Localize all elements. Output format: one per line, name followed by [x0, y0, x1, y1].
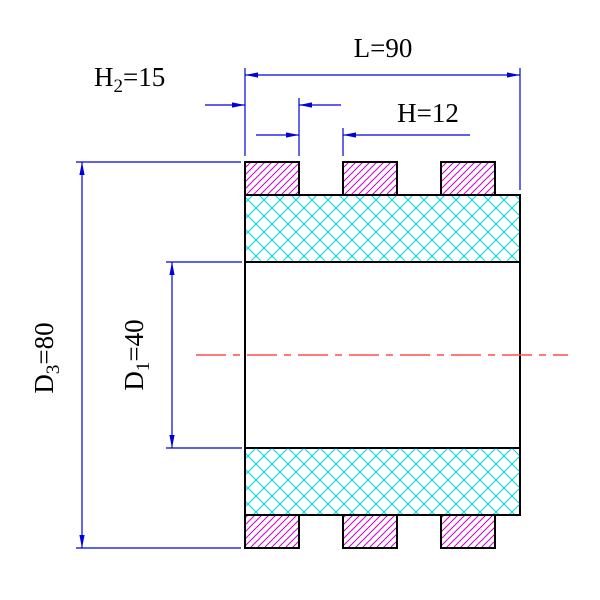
body-band-top [244, 194, 521, 263]
dim-H-label: H=12 [397, 98, 459, 128]
dimension-D3: D3=80 [29, 162, 85, 548]
dim-D3-label: D3=80 [29, 322, 64, 393]
rib-top-2 [342, 161, 398, 196]
arrow-up-icon [169, 262, 175, 275]
arrow-left-icon [299, 102, 312, 108]
arrow-right-icon [286, 132, 299, 138]
extension-lines [76, 68, 521, 549]
arrow-up-icon [79, 162, 85, 175]
arrow-down-icon [169, 435, 175, 448]
dimension-D1: D1=40 [119, 262, 175, 448]
arrow-right-icon [232, 102, 245, 108]
dim-D1-label: D1=40 [119, 319, 154, 390]
body-band-bottom [244, 447, 521, 516]
arrow-right-icon [507, 72, 520, 78]
arrow-left-icon [245, 72, 258, 78]
rib-top-3 [440, 161, 496, 196]
dimension-H: H=12 [256, 98, 470, 138]
arrow-down-icon [79, 535, 85, 548]
dimension-H2: H2=15 [94, 62, 341, 108]
arrow-left-icon [343, 132, 356, 138]
rib-bottom-3 [440, 514, 496, 549]
rib-bottom-2 [342, 514, 398, 549]
dim-H2-label: H2=15 [94, 62, 165, 97]
rib-bottom-1 [244, 514, 300, 549]
dim-L-label: L=90 [354, 33, 413, 63]
rib-top-1 [244, 161, 300, 196]
ribs [244, 161, 496, 549]
dimension-L: L=90 [245, 33, 520, 78]
